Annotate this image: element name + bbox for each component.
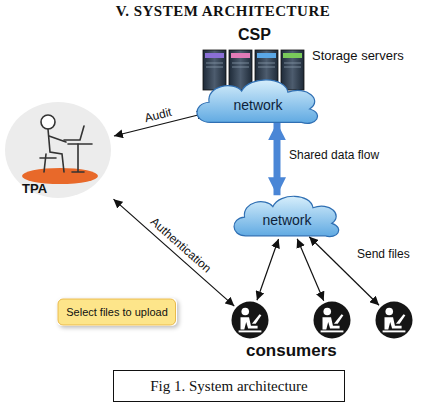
node-shape	[375, 301, 413, 339]
group-label: consumers	[246, 341, 337, 361]
cloud-label: network	[262, 212, 311, 228]
storage-label: Storage servers	[312, 48, 404, 63]
network-cloud: network	[190, 72, 326, 128]
action-text: Select files to upload	[66, 306, 168, 318]
flow-label: Send files	[357, 247, 410, 261]
action-box: Select files to upload	[57, 298, 177, 326]
consumer-icon	[231, 301, 269, 339]
cloud-label: network	[233, 97, 282, 113]
node-shape	[313, 301, 351, 339]
section-title: V. SYSTEM ARCHITECTURE	[0, 3, 446, 20]
figure-caption: Fig 1. System architecture	[150, 378, 307, 395]
connector-label: Authentication	[146, 213, 215, 277]
provider-label: CSP	[238, 26, 271, 44]
data-flow-arrow	[274, 122, 281, 195]
figure-caption-box: Fig 1. System architecture	[113, 370, 345, 402]
node-name: TPA	[22, 181, 47, 196]
consumer-icon	[375, 301, 413, 339]
connector-arrow	[297, 239, 324, 301]
node-shape	[231, 301, 269, 339]
connector-arrow	[113, 199, 234, 306]
consumer-icon	[313, 301, 351, 339]
connector-arrow	[257, 239, 279, 300]
node-shape	[4, 100, 112, 200]
auditor-figure: TPA	[4, 100, 112, 200]
connector-label: Shared data flow	[287, 148, 381, 162]
network-cloud: network	[228, 189, 346, 241]
